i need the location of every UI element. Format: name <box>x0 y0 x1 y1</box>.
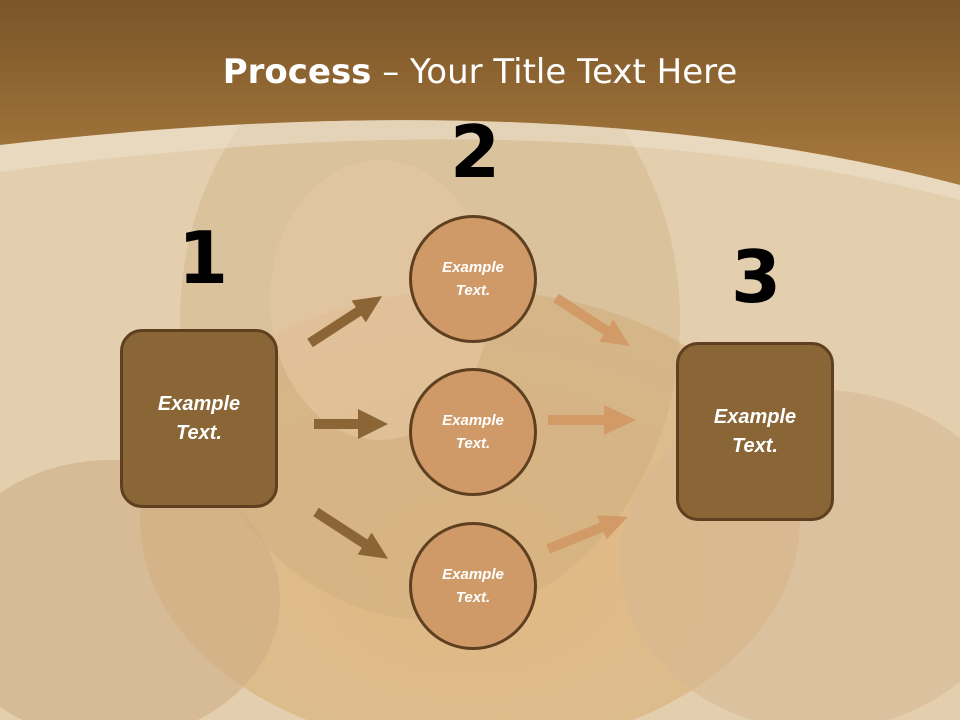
step-3-box: Example Text. <box>676 342 834 521</box>
arrow-bottom-to-right <box>546 515 628 554</box>
step-2-circle-bottom: Example Text. <box>409 522 537 650</box>
arrow-left-to-bottom <box>313 507 389 559</box>
step-2-circle-middle: Example Text. <box>409 368 537 496</box>
step-number-1: 1 <box>178 216 229 300</box>
step-number-3: 3 <box>731 235 782 319</box>
arrow-middle-to-right <box>548 405 636 435</box>
slide-title: Process – Your Title Text Here <box>0 52 960 92</box>
arrow-left-to-middle <box>314 409 388 439</box>
arrow-top-to-right <box>553 293 630 346</box>
step-number-2: 2 <box>450 110 501 194</box>
title-rest: – Your Title Text Here <box>371 52 738 92</box>
title-bold: Process <box>222 52 372 92</box>
arrow-left-to-top <box>307 296 383 348</box>
step-1-box: Example Text. <box>120 329 278 508</box>
step-2-circle-top: Example Text. <box>409 215 537 343</box>
